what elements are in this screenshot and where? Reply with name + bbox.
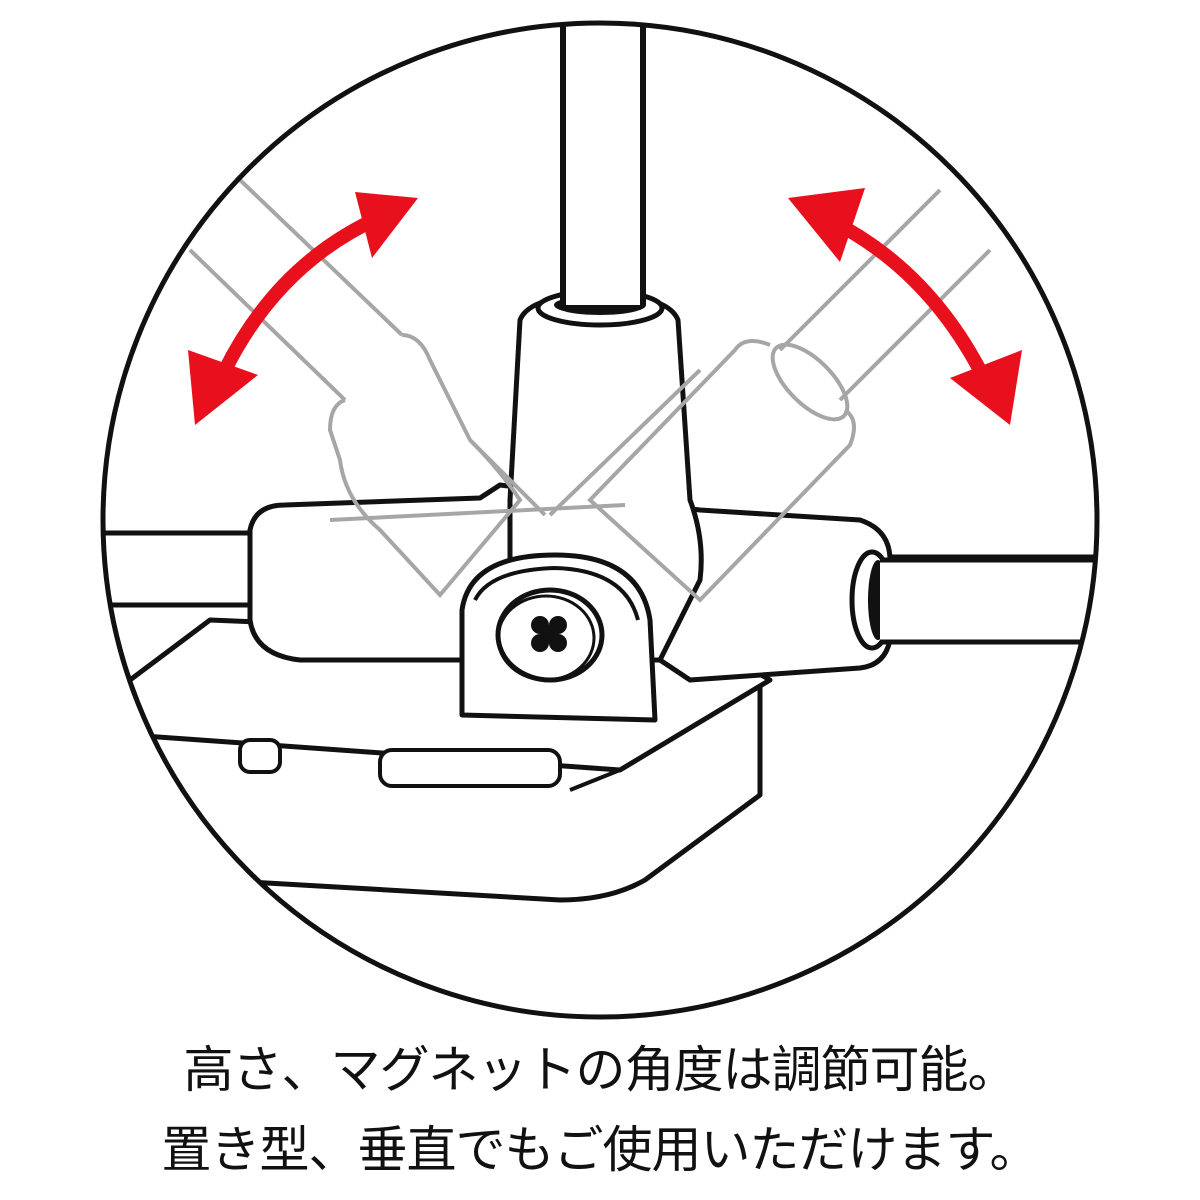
detail-circle-frame — [100, 20, 1100, 1020]
caption-line-1: 高さ、マグネットの角度は調節可能。 — [183, 1041, 1018, 1099]
screw-head-icon — [531, 616, 567, 652]
joint-drawing — [103, 23, 1097, 903]
left-rotation-arrow-icon — [188, 192, 418, 425]
caption-line-2: 置き型、垂直でもご使用いただけます。 — [161, 1121, 1040, 1179]
right-rotation-arrow-icon — [788, 188, 1022, 425]
adjustable-joint-illustration — [100, 20, 1100, 1020]
